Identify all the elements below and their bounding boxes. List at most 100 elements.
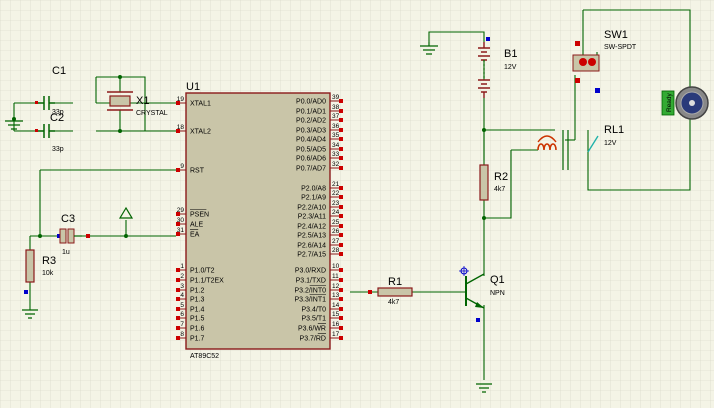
c3-plate-a (59, 228, 67, 244)
svg-text:P0.0/AD0: P0.0/AD0 (296, 99, 326, 106)
svg-text:EA: EA (190, 232, 200, 239)
r2-resistor[interactable]: R2 4k7 (479, 164, 508, 201)
svg-text:9: 9 (180, 163, 184, 170)
svg-text:12: 12 (332, 283, 340, 290)
svg-text:39: 39 (332, 94, 340, 101)
sw1-value: SW-SPDT (604, 44, 637, 51)
r3-value: 10k (42, 270, 54, 277)
rl1-relay[interactable]: RL1 12V (537, 124, 624, 170)
q1-crosshair-lines (459, 266, 469, 276)
svg-text:4: 4 (180, 292, 184, 299)
r1-body (377, 287, 413, 297)
svg-text:10: 10 (332, 263, 340, 270)
u1-pin-p1-5: 6P1.5 (176, 311, 205, 323)
r3-ref: R3 (42, 255, 56, 267)
q1-value: NPN (490, 290, 505, 297)
svg-text:17: 17 (332, 331, 340, 338)
power-terminal-icon (118, 206, 134, 219)
r1-value: 4k7 (388, 299, 399, 306)
c1-capacitor[interactable]: C1 33p (35, 65, 66, 116)
svg-text:P2.6/A14: P2.6/A14 (297, 243, 326, 250)
b1-ref: B1 (504, 48, 517, 60)
b1-battery[interactable]: B1 12V (478, 37, 517, 98)
x1-body (109, 95, 131, 107)
svg-text:25: 25 (332, 219, 340, 226)
ground-icon (22, 309, 38, 319)
x1-ref: X1 (136, 95, 149, 107)
u1-chip[interactable]: U1 AT89C52 19XTAL118XTAL29RST29PSEN30ALE… (176, 81, 343, 360)
svg-text:ALE: ALE (190, 222, 204, 229)
sw1-contact-left (579, 58, 587, 66)
c1-symbol (37, 96, 55, 110)
u1-pin-p1-0-t2: 1P1.0/T2 (176, 263, 215, 275)
svg-text:P0.2/AD2: P0.2/AD2 (296, 118, 326, 125)
svg-text:6: 6 (180, 311, 184, 318)
rl1-ref: RL1 (604, 124, 624, 136)
q1-transistor[interactable]: Q1 NPN (459, 266, 505, 322)
svg-text:XTAL1: XTAL1 (190, 101, 211, 108)
sw1-pin-a (575, 41, 580, 46)
u1-body (185, 92, 331, 350)
svg-text:P1.3: P1.3 (190, 297, 205, 304)
svg-text:P0.6/AD6: P0.6/AD6 (296, 156, 326, 163)
c2-value: 33p (52, 146, 64, 153)
c3-ref: C3 (61, 213, 75, 225)
svg-text:P3.1/TXD: P3.1/TXD (296, 278, 326, 285)
c3-capacitor[interactable]: C3 1u (57, 213, 90, 256)
svg-text:2: 2 (180, 273, 184, 280)
c2-capacitor[interactable]: C2 33p (35, 112, 64, 153)
svg-text:30: 30 (177, 217, 185, 224)
r1-resistor[interactable]: R1 4k7 (368, 276, 413, 306)
sw1-switch[interactable]: SW1 SW-SPDT (572, 29, 637, 93)
ground-icon (476, 383, 492, 393)
svg-text:P2.7/A15: P2.7/A15 (297, 252, 326, 259)
svg-text:XTAL2: XTAL2 (190, 129, 211, 136)
svg-text:P3.4/T0: P3.4/T0 (301, 307, 326, 314)
motor[interactable]: Ready (661, 86, 709, 120)
sw1-ref: SW1 (604, 29, 628, 41)
svg-text:P2.2/A10: P2.2/A10 (297, 205, 326, 212)
svg-text:26: 26 (332, 228, 340, 235)
r2-value: 4k7 (494, 186, 505, 193)
svg-text:27: 27 (332, 238, 340, 245)
svg-text:P0.1/AD1: P0.1/AD1 (296, 109, 326, 116)
svg-text:P1.7: P1.7 (190, 336, 205, 343)
rl1-contact-arm (587, 135, 599, 153)
c1-pin (35, 101, 38, 104)
motor-terminal (661, 90, 675, 116)
sw1-pin-c (595, 88, 600, 93)
q1-ref: Q1 (490, 274, 505, 286)
ground-icon (5, 119, 23, 130)
svg-text:11: 11 (332, 273, 339, 280)
r3-body (25, 249, 35, 283)
rl1-coil-top (537, 135, 557, 143)
r2-body (479, 164, 489, 201)
rl1-core (562, 130, 569, 170)
u1-pin-p1-3: 4P1.3 (176, 292, 205, 304)
x1-crystal[interactable]: X1 CRYSTAL (107, 91, 168, 117)
u1-pin-p1-2: 3P1.2 (176, 283, 205, 295)
svg-text:24: 24 (332, 209, 340, 216)
svg-text:P0.5/AD5: P0.5/AD5 (296, 147, 326, 154)
svg-text:5: 5 (180, 302, 184, 309)
r3-resistor[interactable]: R3 10k (24, 249, 56, 294)
svg-text:31: 31 (177, 227, 185, 234)
svg-text:P2.4/A12: P2.4/A12 (297, 224, 326, 231)
ground-icon (420, 42, 438, 55)
sw1-contact-right (588, 58, 596, 66)
